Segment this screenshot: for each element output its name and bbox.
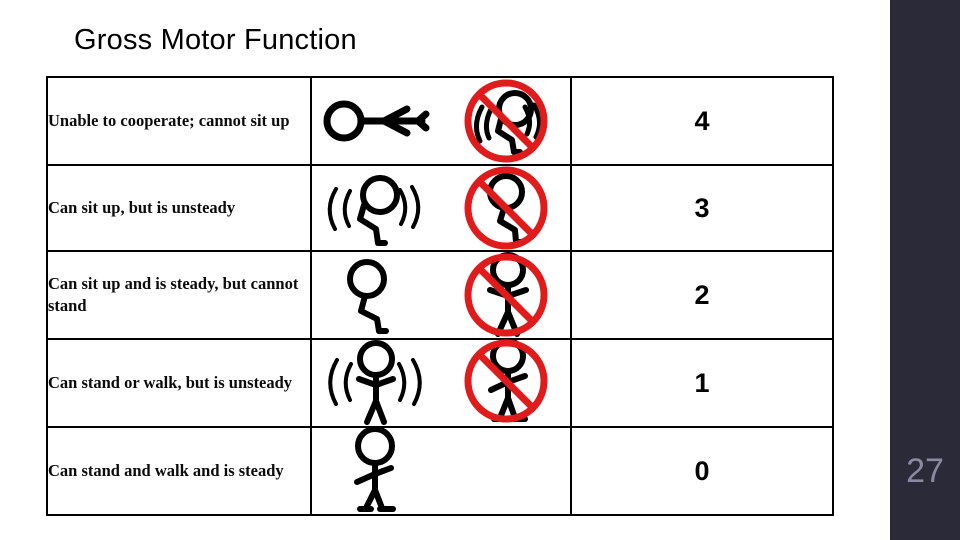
row-score: 2 bbox=[570, 250, 834, 340]
row-illustration bbox=[310, 76, 572, 166]
table-row: Unable to cooperate; cannot sit up bbox=[46, 76, 834, 166]
prohibited-standing-figure bbox=[441, 252, 570, 338]
slide-number: 27 bbox=[906, 452, 944, 490]
steady-sitting-figure bbox=[312, 255, 441, 335]
gross-motor-function-table: Unable to cooperate; cannot sit up bbox=[46, 76, 834, 516]
row-score: 3 bbox=[570, 164, 834, 252]
page-title: Gross Motor Function bbox=[74, 24, 357, 56]
table-row: Can stand or walk, but is unsteady bbox=[46, 338, 834, 428]
row-score: 1 bbox=[570, 338, 834, 428]
row-description: Can stand or walk, but is unsteady bbox=[46, 338, 312, 428]
row-illustration bbox=[310, 426, 572, 516]
row-illustration bbox=[310, 164, 572, 252]
row-description: Can sit up and is steady, but cannot sta… bbox=[46, 250, 312, 340]
table-row: Can sit up and is steady, but cannot sta… bbox=[46, 250, 834, 340]
unsteady-standing-figure bbox=[312, 340, 441, 426]
lying-down-figure bbox=[312, 90, 441, 152]
row-description: Unable to cooperate; cannot sit up bbox=[46, 76, 312, 166]
prohibited-unsteady-sitting-figure bbox=[441, 79, 570, 163]
table-row: Can stand and walk and is steady bbox=[46, 426, 834, 516]
row-illustration bbox=[310, 338, 572, 428]
row-score: 0 bbox=[570, 426, 834, 516]
row-description: Can stand and walk and is steady bbox=[46, 426, 312, 516]
unsteady-sitting-figure bbox=[312, 169, 441, 247]
row-illustration bbox=[310, 250, 572, 340]
row-description: Can sit up, but is unsteady bbox=[46, 164, 312, 252]
prohibited-steady-sitting-figure bbox=[441, 166, 570, 250]
slide-canvas: Gross Motor Function Unable to cooperate… bbox=[46, 24, 834, 516]
table-row: Can sit up, but is unsteady bbox=[46, 164, 834, 252]
steady-standing-figure bbox=[312, 426, 441, 514]
row-score: 4 bbox=[570, 76, 834, 166]
prohibited-steady-standing-figure bbox=[441, 338, 570, 426]
side-rail bbox=[890, 0, 960, 540]
